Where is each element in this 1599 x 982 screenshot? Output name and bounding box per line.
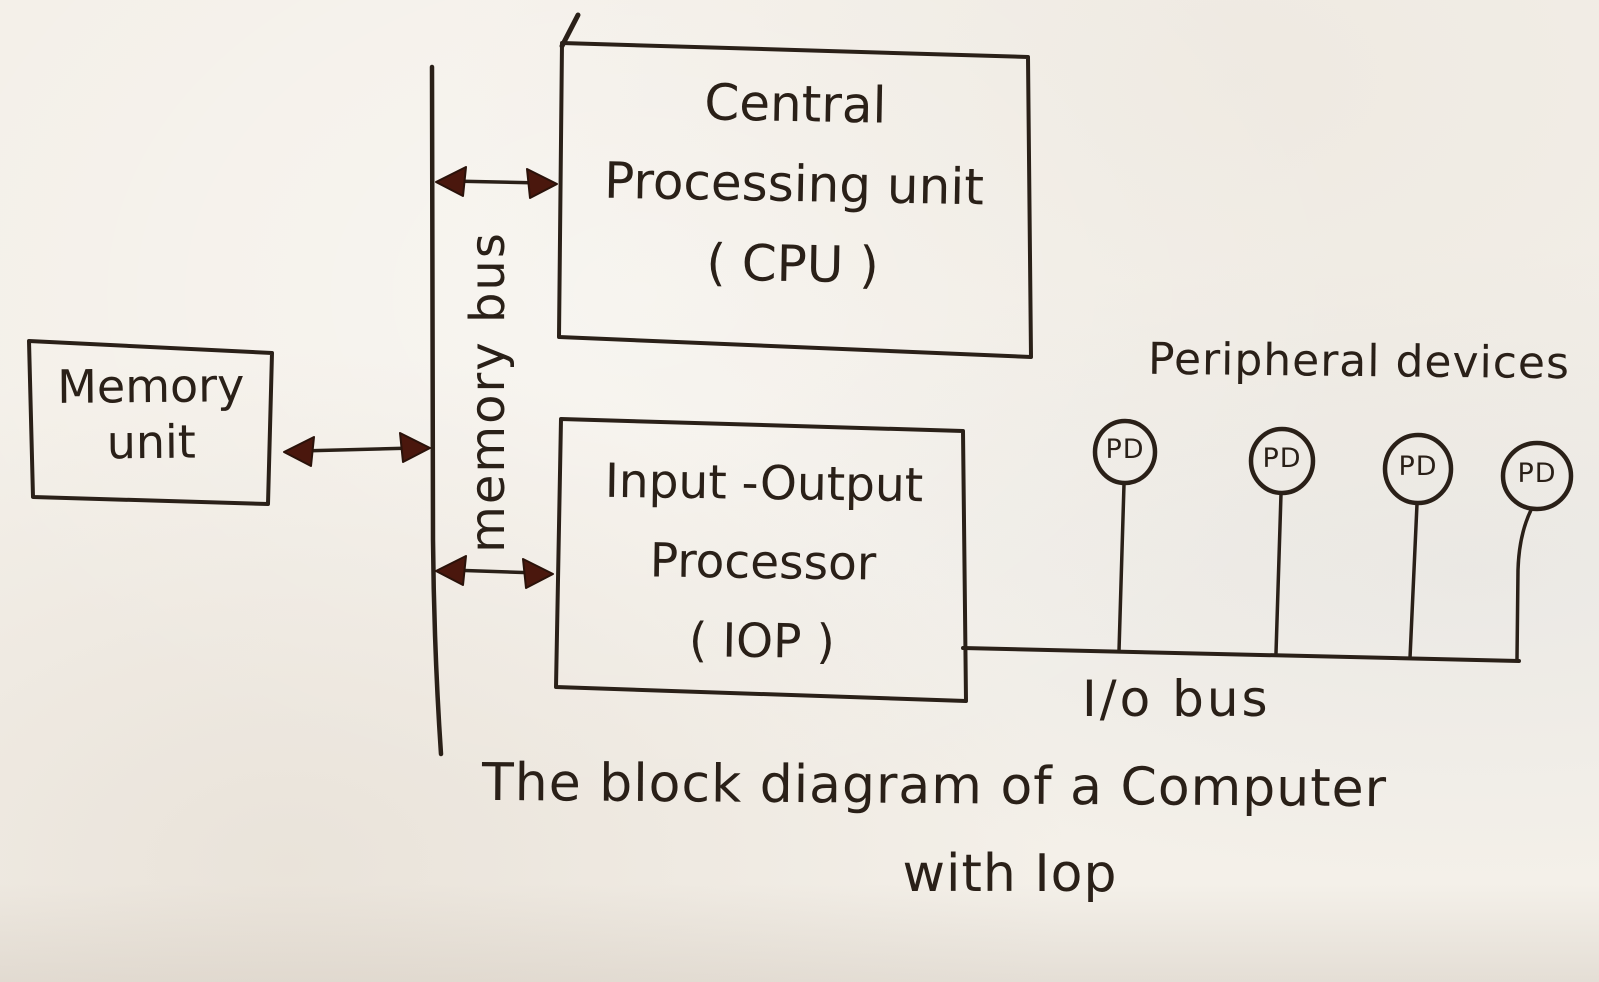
io-bus-line xyxy=(961,646,1521,663)
cpu-box xyxy=(557,41,1033,359)
caption-line1: The block diagram of a Computer xyxy=(481,752,1388,820)
pd-stem-3 xyxy=(1408,502,1419,660)
pd-circle-4 xyxy=(1500,440,1574,512)
cpu-label-line2: Processing unit xyxy=(603,151,985,217)
cpu-label-line3: ( CPU ) xyxy=(705,233,880,295)
memory-unit-label-line1: Memory xyxy=(56,358,245,414)
caption-line2: with Iop xyxy=(902,844,1118,904)
pd-stem-2 xyxy=(1274,492,1283,655)
arrowhead-left-icon xyxy=(283,436,315,467)
pd-stem-1 xyxy=(1117,482,1126,653)
iop-label-line1: Input -Output xyxy=(604,453,924,514)
arrowhead-left-icon xyxy=(435,166,467,197)
memory-bus-to-iop-arrow xyxy=(435,555,554,589)
pd-circle-2 xyxy=(1248,426,1316,496)
io-bus-label: I/o bus xyxy=(1082,670,1271,728)
pd-circle-1 xyxy=(1092,418,1158,486)
peripheral-devices-heading: Peripheral devices xyxy=(1147,333,1571,390)
iop-label-line2: Processor xyxy=(649,533,877,592)
arrowhead-left-icon xyxy=(435,555,467,586)
memory-unit-label-line2: unit xyxy=(106,414,197,470)
cpu-label: Central Processing unit ( CPU ) xyxy=(563,60,1025,308)
arrowhead-right-icon xyxy=(526,168,558,199)
arrow-shaft xyxy=(298,446,416,453)
memory-bus-to-memory-arrow xyxy=(283,432,431,467)
pd-label-4: PD xyxy=(1517,458,1557,489)
iop-label-line3: ( IOP ) xyxy=(688,612,836,671)
arrowhead-right-icon xyxy=(399,432,431,463)
iop-box xyxy=(554,417,968,703)
pd-circle-3 xyxy=(1382,432,1454,506)
pd-label-1: PD xyxy=(1105,434,1145,465)
memory-unit-label: Memory unit xyxy=(32,357,271,471)
memory-bus-label: memory bus xyxy=(460,231,516,553)
pd-stem-4 xyxy=(1515,508,1533,661)
memory-bus-line xyxy=(429,64,444,757)
arrowhead-right-icon xyxy=(522,558,554,589)
iop-label: Input -Output Processor ( IOP ) xyxy=(560,441,965,684)
pd-label-3: PD xyxy=(1398,451,1438,482)
memory-unit-box xyxy=(27,339,274,506)
pd-label-2: PD xyxy=(1262,443,1302,474)
memory-bus-to-cpu-arrow xyxy=(435,166,558,199)
cpu-label-line1: Central xyxy=(703,73,887,135)
cpu-corner-flick-mark xyxy=(559,12,581,49)
